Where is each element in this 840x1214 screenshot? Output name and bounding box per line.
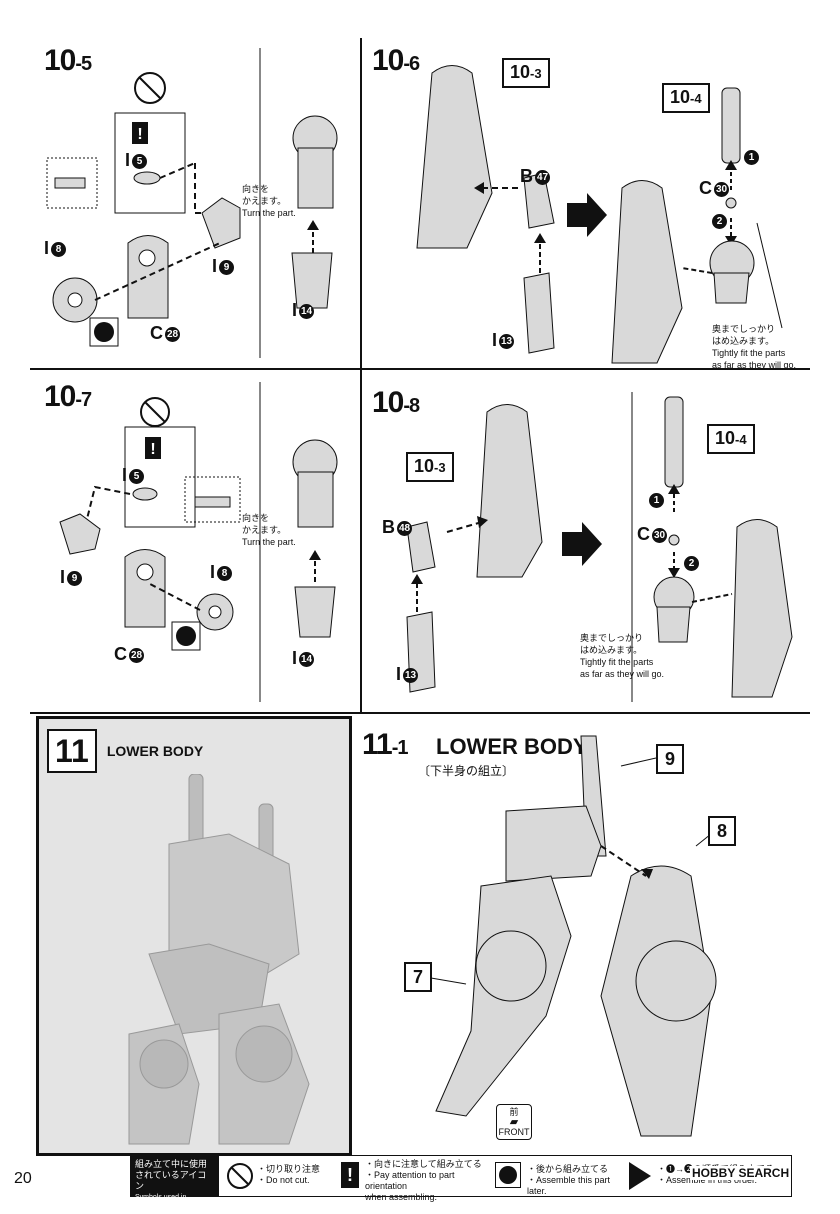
legend-no-cut: ・切り取り注意・Do not cut. (225, 1156, 333, 1196)
ref-box-10-4-b: 10-4 (707, 424, 755, 454)
ref-box-10-3-b: 10-3 (406, 452, 454, 482)
order-marker-1-b: 1 (647, 489, 664, 510)
turn-part-note-b: 向きをかえます。Turn the part. (242, 513, 296, 547)
callout-8: 8 (708, 816, 736, 846)
callout-9: 9 (656, 744, 684, 774)
order-marker-1: 1 (742, 146, 759, 167)
step-title-11-1: 11-1 (362, 728, 409, 761)
step-title-10-5: 10-5 (44, 44, 92, 77)
step-title-10-7: 10-7 (44, 380, 92, 413)
ref-box-10-3: 10-3 (502, 58, 550, 88)
front-indicator: 前 ▰ FRONT (496, 1104, 532, 1140)
parts-illustration-10-8 (406, 392, 793, 702)
front-jp: 前 (509, 1107, 519, 1117)
step-11-1-jp-title: 〔下半身の組立〕 (418, 764, 515, 778)
front-arrow-icon: ▰ (509, 1116, 519, 1128)
assemble-later-icon (495, 1162, 521, 1188)
parts-illustration-10-5: ! (46, 48, 338, 358)
step-11-title: LOWER BODY (106, 743, 204, 759)
vertical-divider-row2 (360, 370, 362, 712)
no-cut-icon (227, 1163, 253, 1189)
step-11-number: 11 (47, 729, 97, 773)
page-number: 20 (14, 1170, 32, 1187)
order-marker-2: 2 (710, 210, 727, 231)
svg-text:!: ! (150, 441, 155, 458)
assembled-lower-body-photo (128, 774, 310, 1145)
step-title-10-8: 10-8 (372, 386, 420, 419)
attention-icon: ! (341, 1162, 359, 1188)
order-marker-2-b: 2 (682, 552, 699, 573)
legend-title: 組み立て中に使用されているアイコン Symbols used in instru… (131, 1156, 219, 1212)
step-11-header: 11 LOWER BODY (47, 729, 203, 773)
svg-text:!: ! (137, 126, 142, 143)
horizontal-divider-2 (30, 712, 810, 714)
lower-body-assembly-illustration (430, 735, 717, 1137)
parts-illustration-10-7: ! (59, 382, 338, 702)
ref-box-10-4: 10-4 (662, 83, 710, 113)
front-en: FRONT (498, 1127, 530, 1137)
legend-orientation: ! ・向きに注意して組み立てる・Pay attention to part or… (339, 1156, 489, 1202)
brand-watermark: HOBBY SEARCH (690, 1166, 792, 1180)
symbol-legend: 組み立て中に使用されているアイコン Symbols used in instru… (130, 1155, 792, 1212)
legend-assemble-later: ・後から組み立てる・Assemble this part later. (493, 1156, 623, 1196)
callout-7: 7 (404, 962, 432, 992)
parts-illustration-10-6 (416, 65, 783, 364)
turn-part-note: 向きをかえます。Turn the part. (242, 184, 296, 218)
step-11-1-title: LOWER BODY (436, 734, 588, 759)
vertical-divider-row1 (360, 38, 362, 368)
panel-step-11-1: 11-1 LOWER BODY 〔下半身の組立〕 9 8 7 前 ▰ FRONT (356, 716, 812, 1156)
order-arrow-icon (629, 1162, 651, 1190)
panel-step-11-photo: 11 LOWER BODY (36, 716, 352, 1156)
step-title-10-6: 10-6 (372, 44, 420, 77)
horizontal-divider-1 (30, 368, 810, 370)
